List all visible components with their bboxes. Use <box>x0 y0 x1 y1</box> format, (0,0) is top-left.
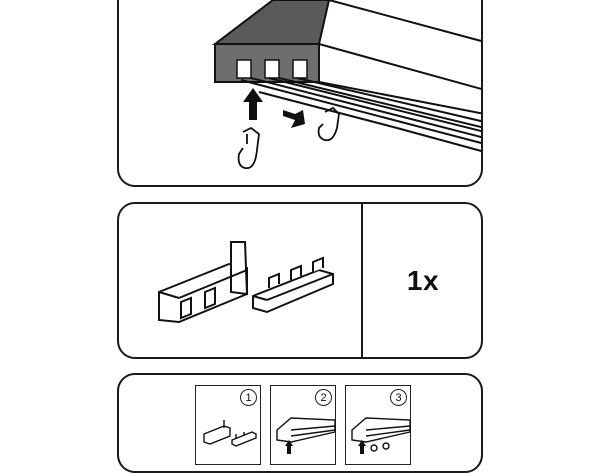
step-box-2: 2 <box>270 385 336 465</box>
installation-panel <box>117 0 483 187</box>
panel-divider <box>361 204 363 357</box>
step-3-illustration <box>351 417 411 454</box>
step-box-3: 3 <box>345 385 411 465</box>
step-number-3: 3 <box>390 389 407 406</box>
rail-hook-illustration <box>212 0 481 170</box>
quantity-label: 1x <box>406 264 440 296</box>
step-number-1: 1 <box>240 389 257 406</box>
step-box-1: 1 <box>195 385 261 465</box>
end-cap-part-left <box>158 241 249 324</box>
rail-end-cap <box>212 0 331 83</box>
parts-panel: 1x <box>117 202 483 359</box>
arrow-up-icon <box>243 88 263 120</box>
step-2-illustration <box>276 417 336 454</box>
step-number-2: 2 <box>315 389 332 406</box>
hook-left-icon <box>237 126 260 170</box>
steps-panel: 1 2 3 <box>117 373 483 473</box>
hook-right-icon <box>317 106 340 142</box>
end-cap-part-right <box>252 256 334 314</box>
arrow-right-icon <box>283 110 305 128</box>
step-1-illustration <box>203 420 257 447</box>
end-cap-parts-illustration <box>158 241 334 324</box>
